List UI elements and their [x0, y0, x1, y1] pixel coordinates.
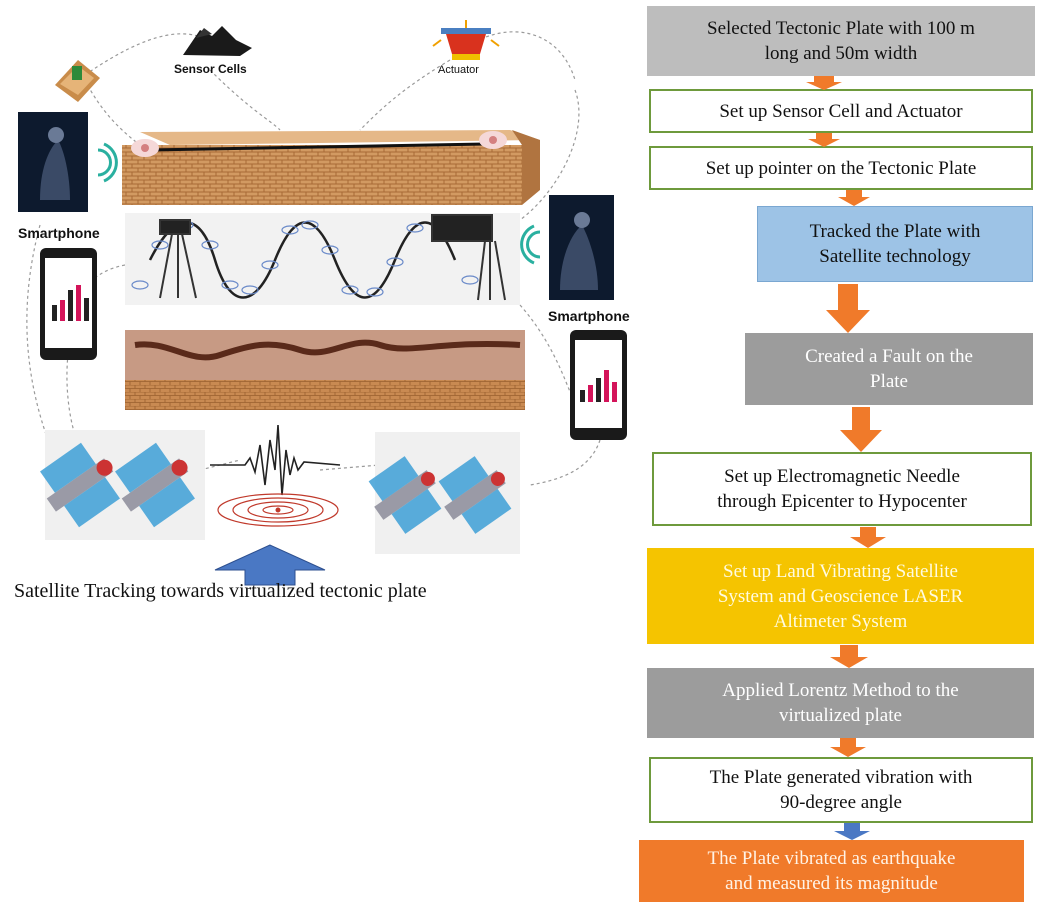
flow-arrow-6 [850, 527, 886, 548]
right-person-image [520, 195, 614, 300]
right-smartphone-icon [570, 330, 627, 440]
right-satellites-image [368, 432, 520, 554]
sensor-cells-label: Sensor Cells [174, 62, 247, 76]
flow-arrow-4 [826, 284, 870, 333]
flow-step-10: The Plate vibrated as earthquake and mea… [639, 840, 1024, 902]
flow-step-3: Set up pointer on the Tectonic Plate [649, 146, 1033, 190]
flow-step-9: The Plate generated vibration with 90-de… [649, 757, 1033, 823]
illustration-canvas [18, 20, 627, 586]
flow-arrow-1 [806, 76, 842, 90]
left-satellites-image [40, 430, 205, 540]
flow-arrow-2 [808, 133, 840, 147]
smartphone-right-label: Smartphone [548, 308, 630, 324]
flow-arrow-8 [830, 738, 866, 757]
left-person-image [18, 112, 118, 212]
flow-step-5: Created a Fault on the Plate [745, 333, 1033, 405]
tracking-up-arrow-icon [214, 544, 326, 586]
flow-step-4: Tracked the Plate with Satellite technol… [757, 206, 1033, 282]
flow-arrow-7 [830, 645, 868, 668]
flow-arrow-5 [840, 407, 882, 452]
fault-panel [125, 330, 525, 410]
flow-arrows [806, 76, 886, 840]
figure-caption: Satellite Tracking towards virtualized t… [14, 580, 427, 602]
flow-step-7: Set up Land Vibrating Satellite System a… [647, 548, 1034, 644]
flow-step-2: Set up Sensor Cell and Actuator [649, 89, 1033, 133]
tectonic-plate-block [122, 130, 540, 205]
flow-step-1: Selected Tectonic Plate with 100 m long … [647, 6, 1035, 76]
flow-step-6: Set up Electromagnetic Needle through Ep… [652, 452, 1032, 526]
flow-arrow-9 [834, 823, 870, 840]
wave-panel [125, 213, 520, 305]
sensor-chip-icon [55, 60, 100, 102]
flow-step-8: Applied Lorentz Method to the virtualize… [647, 668, 1034, 738]
smartphone-left-label: Smartphone [18, 225, 100, 241]
left-smartphone-icon [40, 248, 97, 360]
flow-arrow-3 [838, 190, 870, 206]
actuator-icon [432, 20, 500, 60]
actuator-label: Actuator [438, 64, 479, 76]
sensor-cells-icon [183, 26, 252, 56]
seismic-wave-icon [210, 424, 341, 527]
